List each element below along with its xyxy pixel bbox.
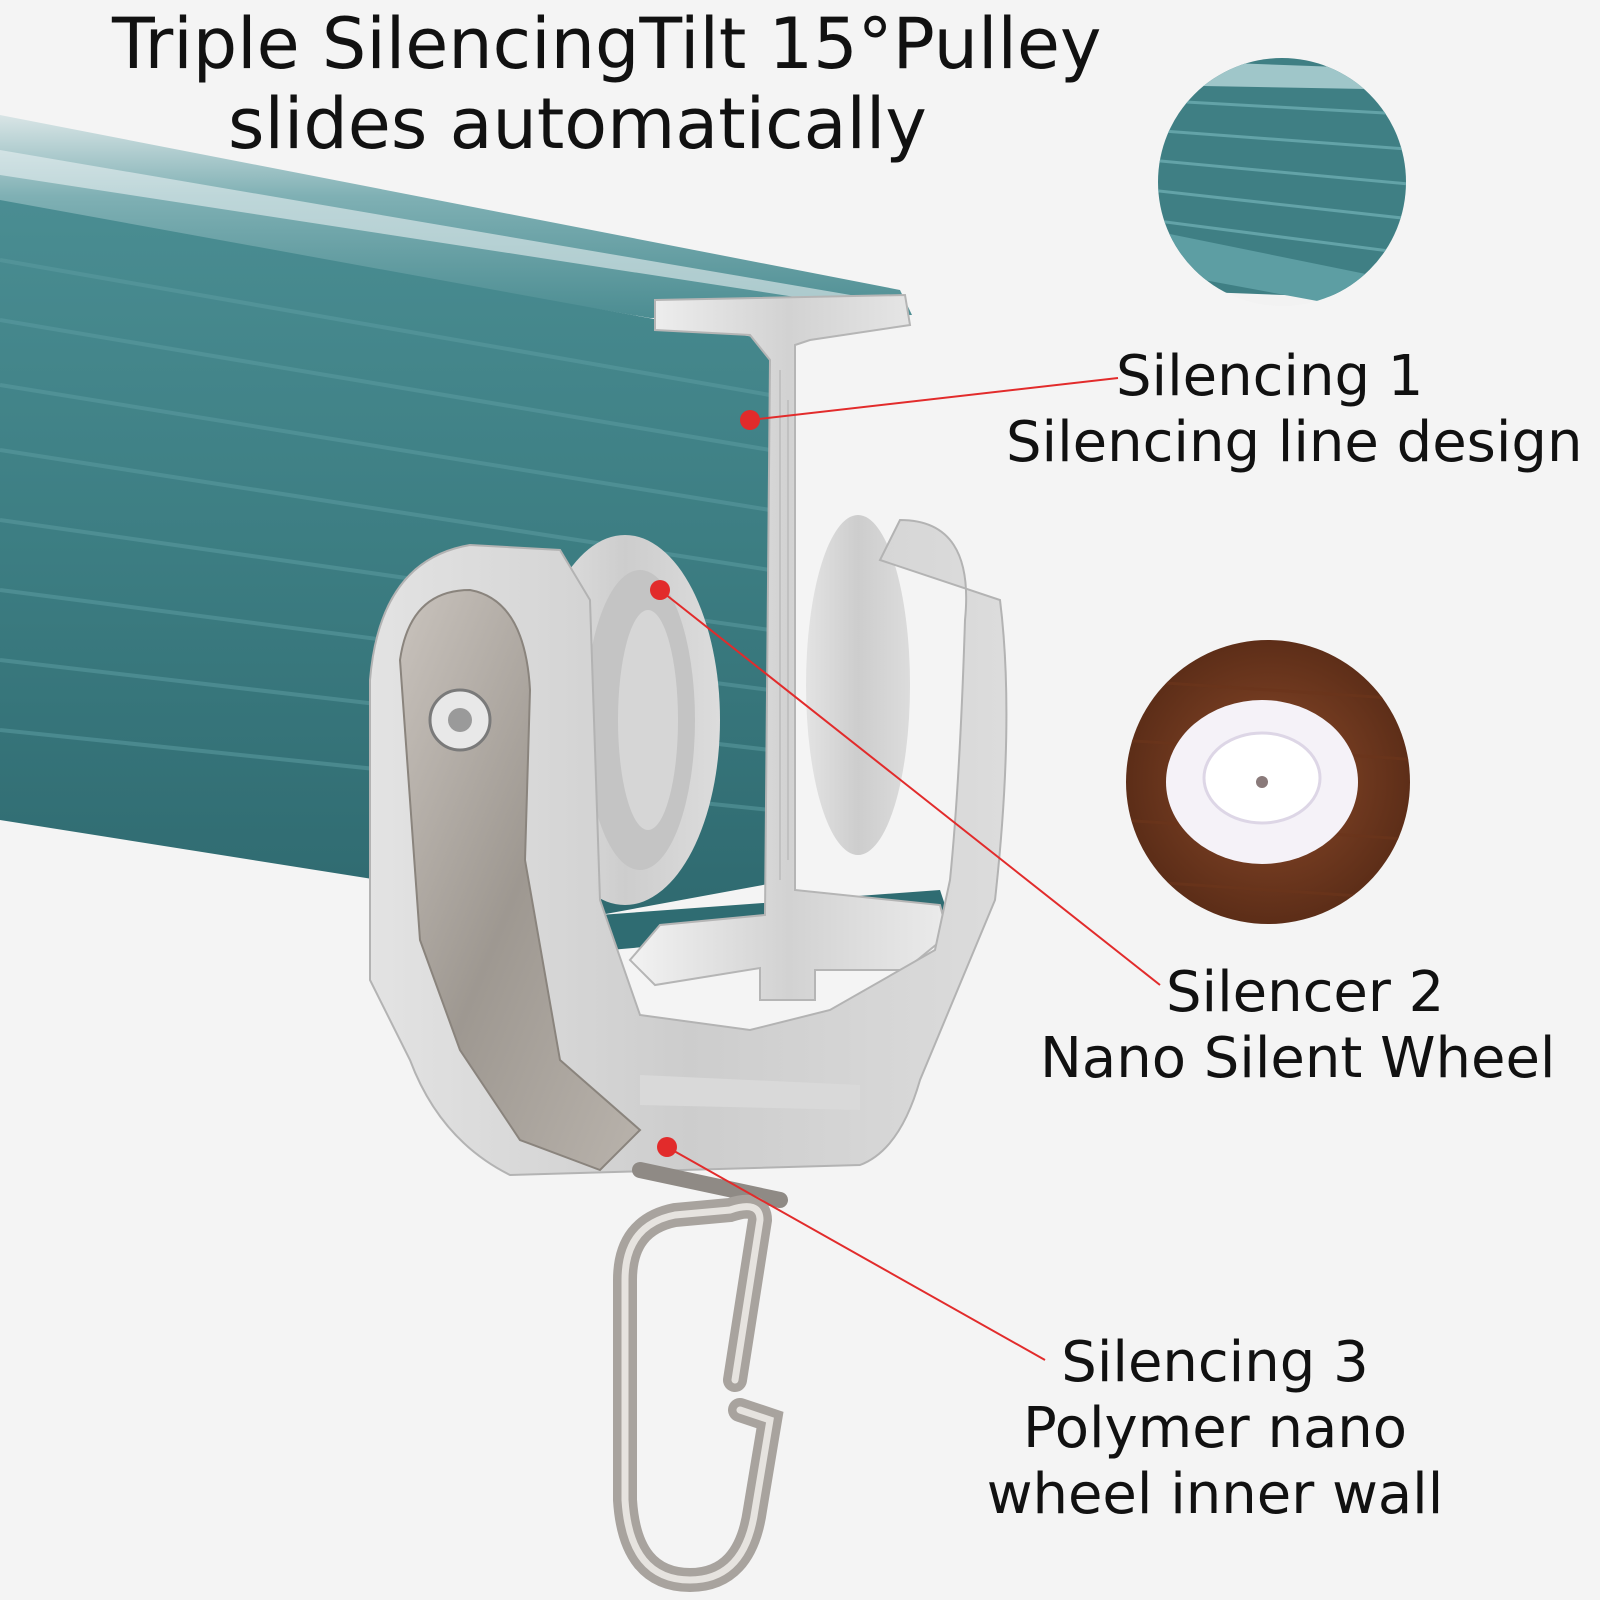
headline: Triple SilencingTilt 15°Pulley slides au… xyxy=(112,4,1192,164)
callout-silencer-2: Silencer 2 Nano Silent Wheel xyxy=(1040,960,1555,1092)
callout-1-title: Silencing 1 xyxy=(1116,344,1424,409)
callout-silencing-1: Silencing 1 Silencing line design xyxy=(1006,344,1582,476)
headline-line-2: slides automatically xyxy=(228,83,927,165)
hook xyxy=(613,1162,788,1593)
callout-3-desc-2: wheel inner wall xyxy=(986,1462,1444,1527)
detail-circle-rail xyxy=(1158,58,1406,306)
callout-silencing-3: Silencing 3 Polymer nano wheel inner wal… xyxy=(975,1330,1455,1528)
callout-2-title: Silencer 2 xyxy=(1166,960,1445,1025)
callout-1-desc: Silencing line design xyxy=(1006,410,1583,475)
callout-2-desc: Nano Silent Wheel xyxy=(1040,1026,1556,1091)
rail-top xyxy=(0,115,912,318)
steel-plate xyxy=(398,588,642,1172)
callout-3-title: Silencing 3 xyxy=(1061,1330,1369,1395)
back-wheel xyxy=(806,515,910,855)
headline-line-1: Triple SilencingTilt 15°Pulley xyxy=(112,3,1102,85)
callout-dots xyxy=(650,410,760,1157)
callout-lines xyxy=(659,377,1161,1361)
callout-3-desc-1: Polymer nano xyxy=(1022,1396,1408,1461)
aluminum-profile xyxy=(628,293,950,1001)
detail-circle-wheel xyxy=(1126,640,1410,924)
